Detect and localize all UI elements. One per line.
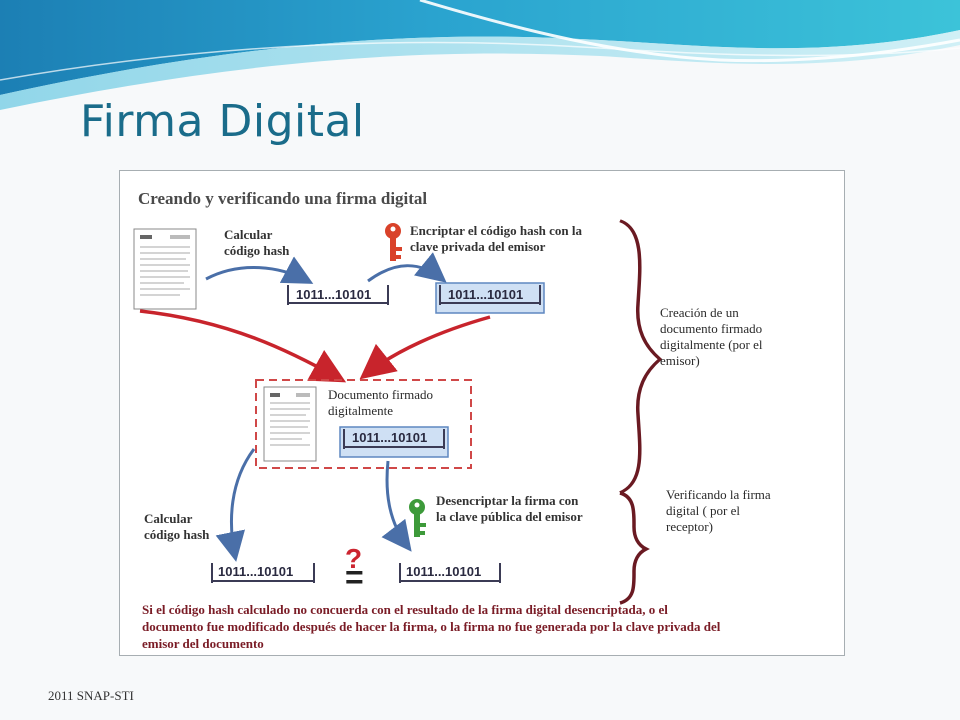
decrypt-label: Desencriptar la firma con la clave públi… xyxy=(436,493,583,524)
encrypted-hash-box xyxy=(435,282,545,314)
binary-code-1: 1011...10101 xyxy=(296,287,372,302)
red-arrow-document xyxy=(139,309,347,383)
equals-sign: = xyxy=(345,559,364,595)
binary-code-signature: 1011...10101 xyxy=(352,430,428,445)
green-key-icon xyxy=(409,499,426,537)
footnote: Si el código hash calculado no concuerda… xyxy=(142,602,721,651)
creation-brace xyxy=(619,219,663,495)
red-arrow-signature xyxy=(359,315,491,380)
binary-bracket-1 xyxy=(287,285,389,305)
signed-document-label: Documento firmado digitalmente xyxy=(328,387,434,418)
header-wave-decoration xyxy=(0,0,960,110)
hash-label-2: Calcular código hash xyxy=(144,511,210,542)
verify-bracket-label: Verificando la firma digital ( por el re… xyxy=(666,487,771,534)
slide-title: Firma Digital xyxy=(80,96,365,147)
verify-brace xyxy=(619,491,650,605)
binary-code-computed: 1011...10101 xyxy=(218,564,294,579)
hash-arrow-1 xyxy=(205,256,314,284)
red-key-icon xyxy=(385,223,402,261)
document-icon xyxy=(133,228,197,310)
binary-bracket-3 xyxy=(399,563,501,583)
encrypt-arrow xyxy=(367,252,447,283)
footer-text: 2011 SNAP-STI xyxy=(48,688,134,703)
hash-arrow-2 xyxy=(215,448,256,562)
signed-document-frame xyxy=(255,379,472,469)
encrypt-label: Encriptar el código hash con la clave pr… xyxy=(410,223,583,254)
binary-code-decrypted: 1011...10101 xyxy=(406,564,482,579)
diagram-graphics xyxy=(133,219,663,605)
diagram-heading: Creando y verificando una firma digital xyxy=(138,189,428,208)
binary-code-encrypted: 1011...10101 xyxy=(448,287,524,302)
question-mark: ? xyxy=(345,543,363,574)
signature-diagram: Creando y verificando una firma digital … xyxy=(119,170,845,656)
decrypt-arrow xyxy=(381,460,412,552)
binary-bracket-2 xyxy=(211,563,315,583)
creation-bracket-label: Creación de un documento firmado digital… xyxy=(660,305,763,368)
embedded-signature-box xyxy=(339,426,449,458)
document-icon xyxy=(263,386,317,462)
hash-label-1: Calcular código hash xyxy=(224,227,290,258)
